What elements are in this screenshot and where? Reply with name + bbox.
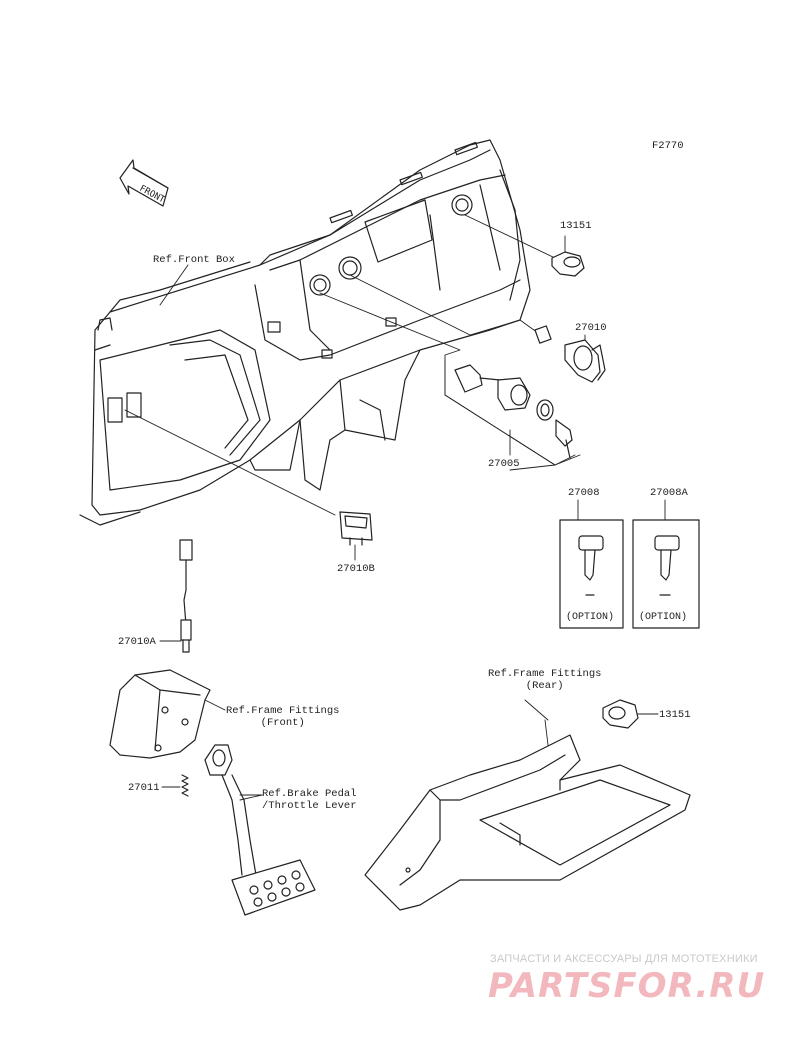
- ignition-switch-27005: [444, 359, 581, 466]
- label-ref-front-box: Ref.Front Box: [153, 254, 235, 266]
- pedal-pad-holes: [249, 870, 305, 907]
- label-27008: 27008: [568, 487, 600, 499]
- front-arrow-icon: FRONT: [119, 159, 169, 207]
- option-label-1: (OPTION): [566, 612, 615, 623]
- frame-rear-box: [364, 699, 691, 911]
- spring-27011: [161, 774, 189, 797]
- label-27008A: 27008A: [650, 487, 688, 499]
- label-27005: 27005: [488, 458, 520, 470]
- diagram-code: F2770: [652, 140, 684, 152]
- label-27010: 27010: [575, 322, 607, 334]
- label-27010B: 27010B: [337, 563, 375, 575]
- key-option-box-27008A: [632, 499, 700, 629]
- label-ref-brake-pedal: Ref.Brake Pedal /Throttle Lever: [262, 788, 357, 812]
- brake-switch-27010A: [159, 539, 193, 653]
- label-27010A: 27010A: [118, 636, 156, 648]
- watermark-logo: PARTSFOR.RU: [488, 966, 766, 1006]
- label-13151-rear: 13151: [659, 709, 691, 721]
- brake-pedal: [204, 744, 316, 916]
- label-ref-frame-front: Ref.Frame Fittings (Front): [226, 705, 340, 729]
- switch-27010B: [339, 511, 373, 561]
- watermark-tagline: ЗАПЧАСТИ И АКСЕССУАРЫ ДЛЯ МОТОТЕХНИКИ: [490, 953, 758, 965]
- socket-27010: [534, 325, 606, 383]
- label-13151-top: 13151: [560, 220, 592, 232]
- label-27011: 27011: [128, 782, 160, 794]
- socket-13151-rear: [602, 699, 659, 729]
- label-ref-frame-rear: Ref.Frame Fittings (Rear): [488, 668, 602, 692]
- key-option-box-27008: [559, 499, 624, 629]
- option-label-2: (OPTION): [639, 612, 688, 623]
- socket-13151-top: [551, 235, 585, 277]
- frame-bracket-front: [109, 669, 226, 759]
